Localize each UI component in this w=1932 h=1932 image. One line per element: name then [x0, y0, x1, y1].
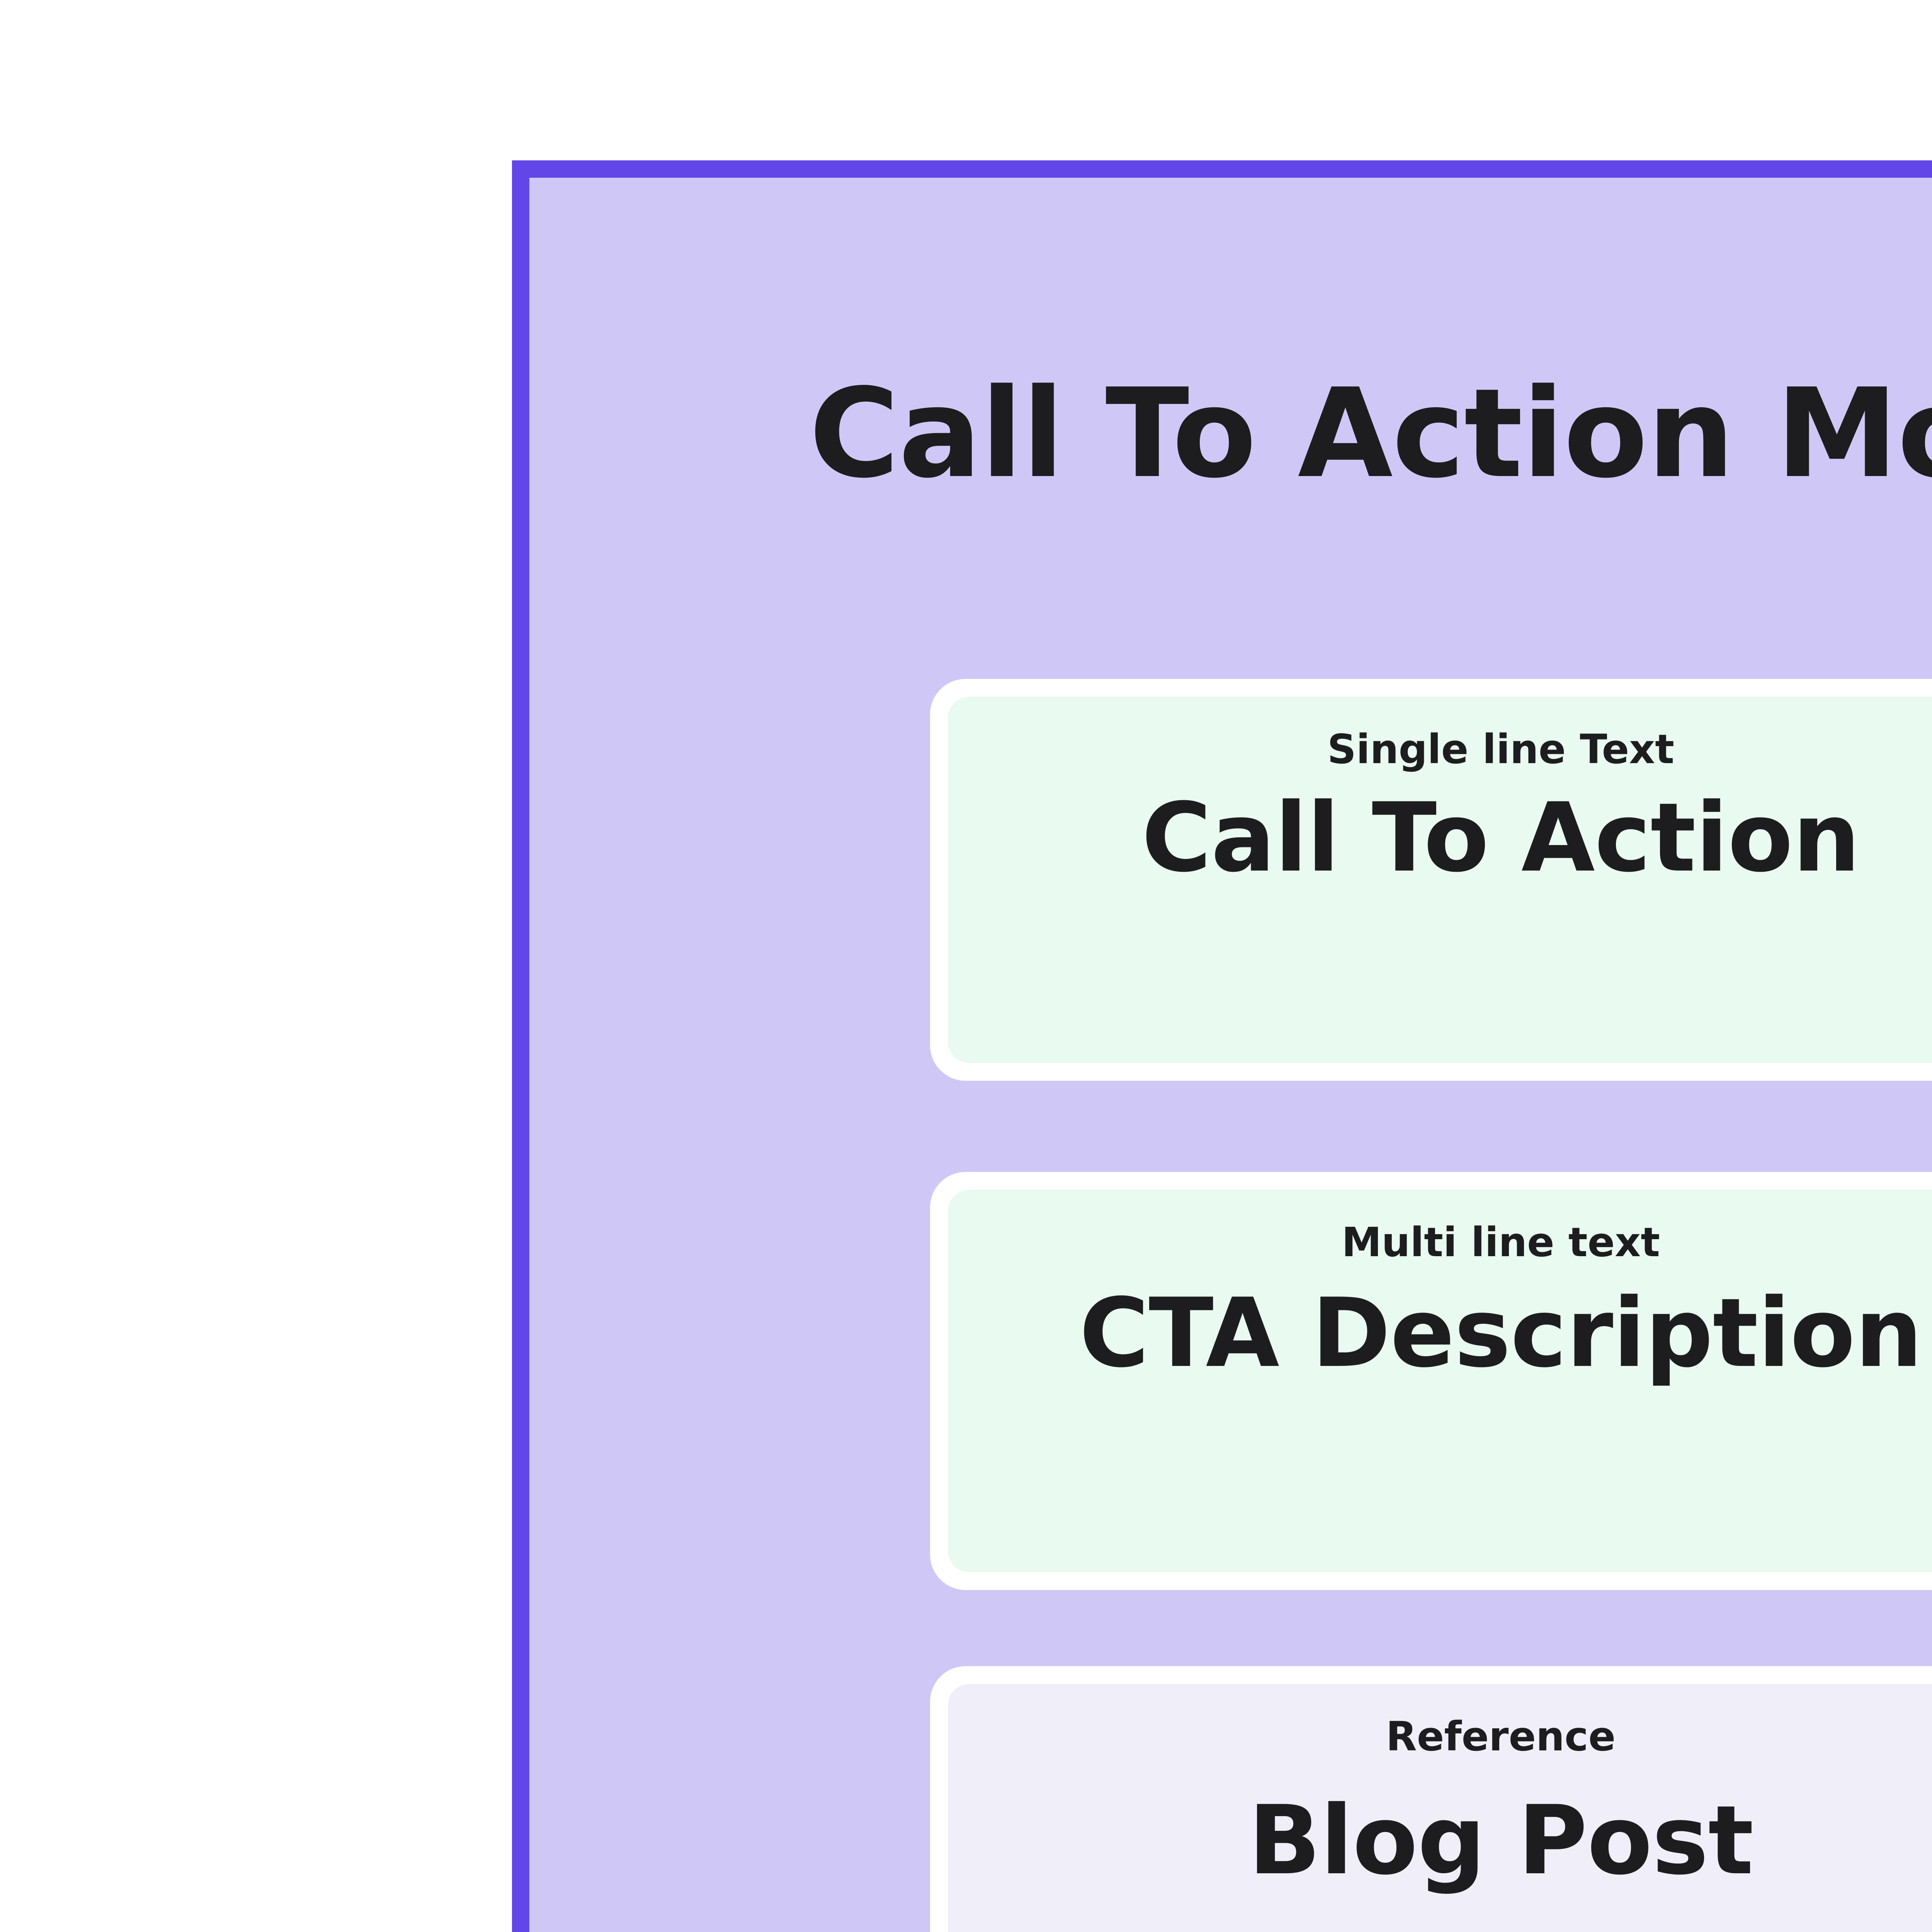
field-card-reference[interactable]: Reference Blog Post — [930, 1666, 1932, 1932]
field-value: Blog Post — [1248, 1786, 1754, 1896]
field-card-body: Reference Blog Post — [948, 1684, 1932, 1932]
field-value: Call To Action — [1141, 783, 1861, 894]
field-label: Single line Text — [1327, 726, 1674, 773]
model-frame: Call To Action Model Single line Text Ca… — [512, 160, 1932, 1932]
page-title: Call To Action Model — [809, 362, 1932, 505]
field-label: Multi line text — [1342, 1219, 1660, 1266]
field-card-multi-line-text[interactable]: Multi line text CTA Description — [930, 1172, 1932, 1590]
field-label: Reference — [1386, 1713, 1616, 1760]
field-card-body: Single line Text Call To Action — [948, 697, 1932, 1063]
field-value: CTA Description — [1079, 1278, 1922, 1389]
field-card-single-line-text[interactable]: Single line Text Call To Action — [930, 679, 1932, 1081]
field-card-body: Multi line text CTA Description — [948, 1190, 1932, 1572]
